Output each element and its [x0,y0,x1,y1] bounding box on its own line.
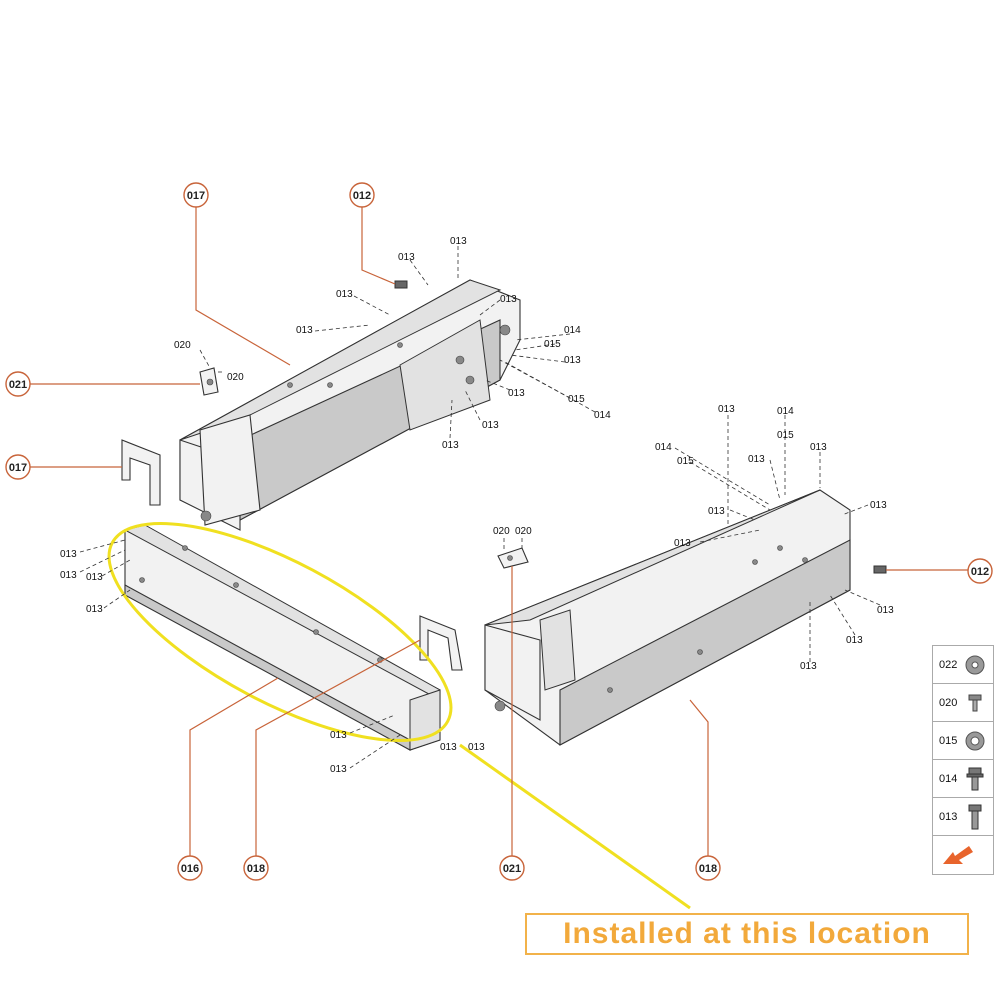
svg-text:012: 012 [971,566,989,578]
label-013: 013 [86,604,103,615]
label-013: 013 [500,294,517,305]
label-013: 013 [877,605,894,616]
label-020: 020 [515,526,532,537]
orange-arrow-icon [939,843,985,867]
callout-021-left: 021 [5,371,31,397]
label-013: 013 [846,635,863,646]
callout-012-top: 012 [349,182,375,208]
label-013: 013 [870,500,887,511]
label-015: 015 [568,394,585,405]
plate-021-left [199,367,219,396]
label-013: 013 [674,538,691,549]
label-013: 013 [60,549,77,560]
dashed-leaders [79,246,881,769]
angle-bracket-017 [121,439,161,506]
label-014: 014 [564,325,581,336]
legend-footer [933,836,993,874]
right-bracket-assembly [484,489,851,746]
fastener-legend: 022 020 015 014 013 [932,645,994,875]
label-013: 013 [800,661,817,672]
label-013: 013 [336,289,353,300]
callout-leaders [30,207,968,856]
callout-016: 016 [177,855,203,881]
legend-row-014: 014 [933,760,993,798]
callout-018-left: 018 [243,855,269,881]
label-013: 013 [330,730,347,741]
svg-text:018: 018 [699,863,717,875]
bolt-long-icon [963,804,987,829]
bolt-012-top [394,280,408,289]
installed-location-banner: Installed at this location [525,913,969,955]
highlight-pointer-line [459,743,691,910]
label-013: 013 [450,236,467,247]
svg-text:021: 021 [9,379,27,391]
label-020: 020 [174,340,191,351]
label-014: 014 [655,442,672,453]
callout-012-right: 012 [967,558,993,584]
svg-text:017: 017 [9,462,27,474]
legend-code: 014 [939,772,958,785]
legend-row-022: 022 [933,646,993,684]
legend-row-013: 013 [933,798,993,836]
label-013: 013 [708,506,725,517]
bolt-flanged-icon [963,767,987,791]
label-020: 020 [493,526,510,537]
label-015: 015 [777,430,794,441]
callout-021-bottom: 021 [499,855,525,881]
label-013: 013 [508,388,525,399]
legend-code: 015 [939,734,958,747]
label-013: 013 [442,440,459,451]
callout-017-left: 017 [5,454,31,480]
label-013: 013 [482,420,499,431]
label-013: 013 [440,742,457,753]
banner-text: Installed at this location [563,917,931,950]
upper-left-bracket-assembly [179,279,521,531]
legend-code: 020 [939,696,958,709]
label-013: 013 [296,325,313,336]
label-013: 013 [564,355,581,366]
cross-beam-016 [123,524,441,751]
plate-021-center [497,547,529,569]
label-014: 014 [777,406,794,417]
label-013: 013 [398,252,415,263]
label-015: 015 [544,339,561,350]
legend-code: 022 [939,658,958,671]
highlight-ellipse [107,521,453,743]
svg-text:017: 017 [187,190,205,202]
callout-017-top: 017 [183,182,209,208]
svg-text:016: 016 [181,863,199,875]
bolt-012-right [873,565,887,574]
label-020: 020 [227,372,244,383]
part-number-labels: 013 013 013 013 013 014 015 013 013 015 … [60,236,894,775]
callout-018-right: 018 [695,855,721,881]
label-013: 013 [810,442,827,453]
label-015: 015 [677,456,694,467]
label-013: 013 [330,764,347,775]
legend-row-020: 020 [933,684,993,722]
svg-text:021: 021 [503,863,521,875]
label-013: 013 [718,404,735,415]
label-014: 014 [594,410,611,421]
label-013: 013 [468,742,485,753]
label-013: 013 [86,572,103,583]
legend-code: 013 [939,810,958,823]
washer-icon [963,729,987,753]
legend-row-015: 015 [933,722,993,760]
bolt-short-icon [963,691,987,715]
washer-icon [963,653,987,677]
svg-text:012: 012 [353,190,371,202]
angle-bracket-018 [419,615,463,671]
svg-text:018: 018 [247,863,265,875]
label-013: 013 [748,454,765,465]
label-013: 013 [60,570,77,581]
